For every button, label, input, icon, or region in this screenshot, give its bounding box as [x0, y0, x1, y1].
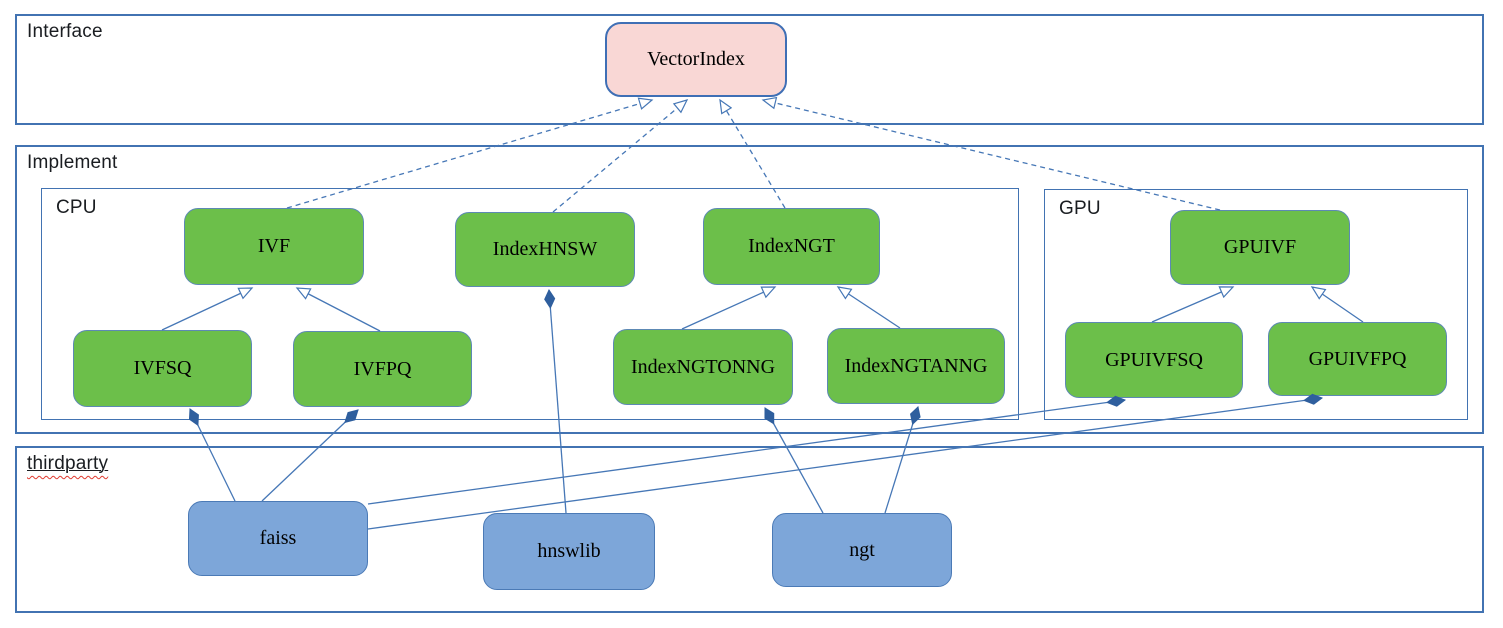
- node-indexhnsw: IndexHNSW: [455, 212, 635, 287]
- node-ivf: IVF: [184, 208, 364, 285]
- node-ngt: ngt: [772, 513, 952, 587]
- node-gpuivf: GPUIVF: [1170, 210, 1350, 285]
- node-gpuivfsq-label: GPUIVFSQ: [1105, 348, 1203, 371]
- node-vectorindex: VectorIndex: [605, 22, 787, 97]
- node-ivf-label: IVF: [257, 235, 291, 257]
- node-hnswlib: hnswlib: [483, 513, 655, 590]
- node-ivfsq: IVFSQ: [73, 330, 252, 407]
- container-implement-label: Implement: [27, 152, 118, 173]
- node-gpuivf-label: GPUIVF: [1223, 236, 1297, 258]
- node-faiss-label: faiss: [259, 527, 297, 549]
- node-gpuivfsq: GPUIVFSQ: [1065, 322, 1243, 398]
- node-ivfpq-label: IVFPQ: [353, 357, 412, 380]
- container-thirdparty-label-text: thirdparty: [27, 453, 109, 474]
- node-ivfpq: IVFPQ: [293, 331, 472, 407]
- node-indexngt-label: IndexNGT: [748, 235, 835, 257]
- node-faiss: faiss: [188, 501, 368, 576]
- container-cpu-label: CPU: [56, 197, 97, 218]
- node-indexhnsw-label: IndexHNSW: [492, 238, 598, 260]
- node-vectorindex-label: VectorIndex: [647, 48, 745, 70]
- node-indexngtanng: IndexNGTANNG: [827, 328, 1005, 404]
- node-indexngt: IndexNGT: [703, 208, 880, 285]
- node-indexngtonng-label: IndexNGTONNG: [630, 355, 776, 378]
- node-gpuivfpq: GPUIVFPQ: [1268, 322, 1447, 396]
- node-hnswlib-label: hnswlib: [537, 540, 601, 562]
- node-indexngtonng: IndexNGTONNG: [613, 329, 793, 405]
- node-ngt-label: ngt: [849, 538, 875, 561]
- node-gpuivfpq-label: GPUIVFPQ: [1308, 347, 1407, 370]
- container-gpu-label: GPU: [1059, 198, 1101, 219]
- node-ivfsq-label: IVFSQ: [133, 357, 192, 379]
- container-interface-label: Interface: [27, 21, 103, 42]
- container-thirdparty-label: thirdparty: [27, 453, 108, 475]
- node-indexngtanng-label: IndexNGTANNG: [844, 354, 988, 377]
